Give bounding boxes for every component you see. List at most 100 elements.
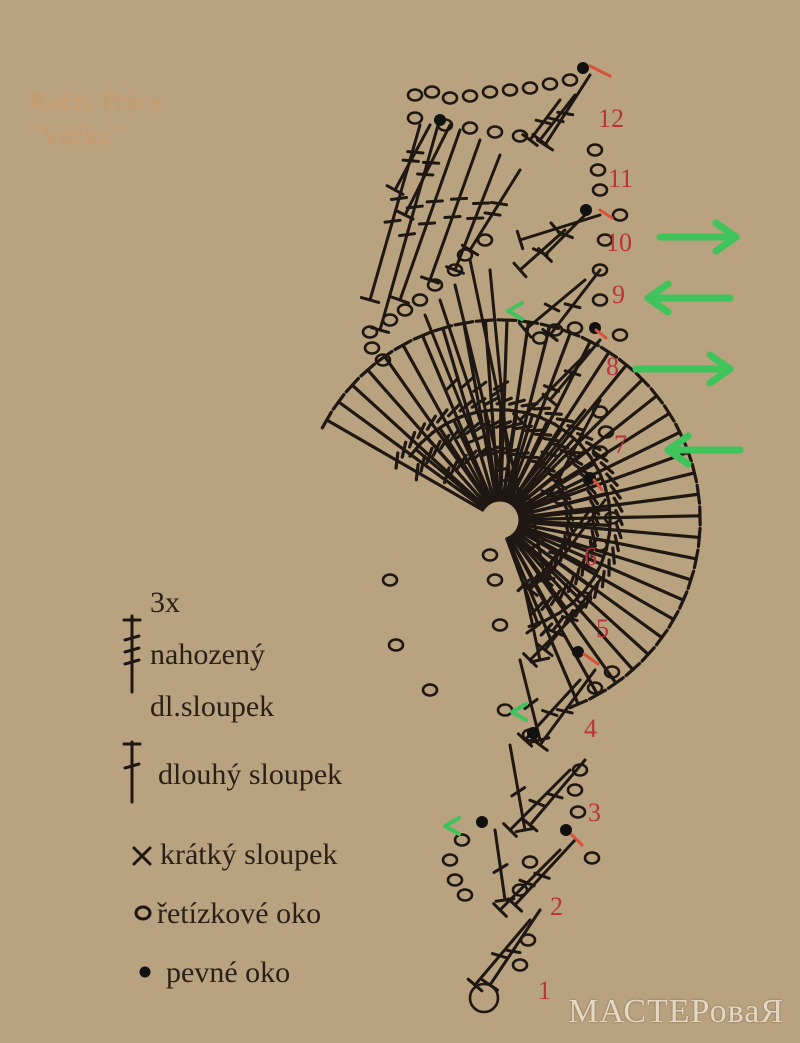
stitch [506,838,577,913]
stitch [535,73,592,152]
direction-arrow [656,219,740,255]
direction-arrow [644,280,734,316]
chain-loop [566,321,584,335]
chain-loop [591,183,609,197]
chain-loop [551,491,569,505]
chain-loop [603,511,621,525]
chain-loop [546,323,564,337]
stitch [512,348,592,428]
row-number-4: 4 [584,714,597,743]
chain-loop [583,851,601,865]
chain-loop [381,313,399,327]
chain-loop [611,208,629,222]
chain-loop [611,328,629,342]
direction-arrow [632,351,734,387]
stitch [540,398,602,501]
stitch [395,123,452,221]
single-crochet-symbol [132,846,152,866]
chain-loop [603,665,621,679]
chain-loop [381,573,399,587]
double-crochet-symbol [122,740,142,804]
direction-arrow [664,432,744,468]
slip-stitches [434,62,601,836]
legend-triple-treble-name: nahozený [150,638,265,671]
chain-loop [496,703,514,717]
stitch [320,410,485,512]
legend-double-crochet: dlouhý sloupek [158,758,343,791]
chain-loop [571,763,589,777]
chain-loop [456,888,474,902]
chain-loop [411,293,429,307]
stitch [502,768,572,838]
chain-loop [491,618,509,632]
chain-symbol [134,905,152,921]
stitch [369,116,442,334]
small-arrow [506,301,524,321]
row-number-11: 11 [608,164,634,193]
chain-loop [511,883,529,897]
chain-loop [575,591,593,605]
row-number-12: 12 [598,104,624,133]
row-number-3: 3 [588,798,601,827]
chain-loop [374,353,392,367]
chain-loop [441,91,459,105]
legend-chain-stitch: řetízkové oko [157,897,322,930]
red-mark [570,833,584,847]
chain-loop [396,303,414,317]
slip-dot [476,816,488,828]
stitch [466,918,532,993]
chain-loop [591,263,609,277]
slip-dot [560,824,572,836]
stitch [438,298,501,455]
chain-loop [501,83,519,97]
chain-loop [361,325,379,339]
chain-loop [363,341,381,355]
chain-loop [591,445,609,459]
stitch [453,283,511,474]
chain-stitches [361,73,629,1014]
body-stitches [466,73,607,993]
chain-loop [561,73,579,87]
chain-loop [521,81,539,95]
stitch [523,588,551,664]
chain-loop [586,681,604,695]
stitch [515,213,602,251]
stitch [359,123,422,304]
stitch [492,828,516,903]
chain-loop [531,331,549,345]
stitch [508,743,536,834]
slip-stitch-symbol [139,966,151,978]
chain-loop [456,248,474,262]
stitch [385,123,432,196]
legend-triple-treble-abbr: dl.sloupek [150,690,275,723]
chain-loop [597,425,615,439]
row-number-10: 10 [606,228,632,257]
red-mark [582,652,600,666]
legend-triple-treble-count: 3x [150,586,180,619]
chain-loop [596,233,614,247]
chain-loop [446,263,464,277]
slip-dot [434,114,446,126]
chain-loop [441,853,459,867]
small-arrow [510,702,528,722]
red-mark [594,328,608,340]
red-mark [592,478,604,492]
small-arrow [443,816,461,836]
slip-dot [577,62,589,74]
stitch [528,498,556,584]
page-title: Ruční Práce "Vážka" [30,84,161,152]
chain-loop [586,143,604,157]
stitch [481,908,542,992]
slip-dot [527,727,539,739]
red-mark [588,64,612,78]
chain-loop [519,933,537,947]
stitch [511,408,587,498]
legend-single-crochet: krátký sloupek [160,838,338,871]
legend-slip-stitch: pevné oko [166,956,291,989]
title-line-2: "Vážka" [30,120,121,150]
direction-arrows [443,219,744,836]
chain-loop [486,125,504,139]
wing-fan-stitches [320,318,702,710]
chain-loop [591,538,609,552]
